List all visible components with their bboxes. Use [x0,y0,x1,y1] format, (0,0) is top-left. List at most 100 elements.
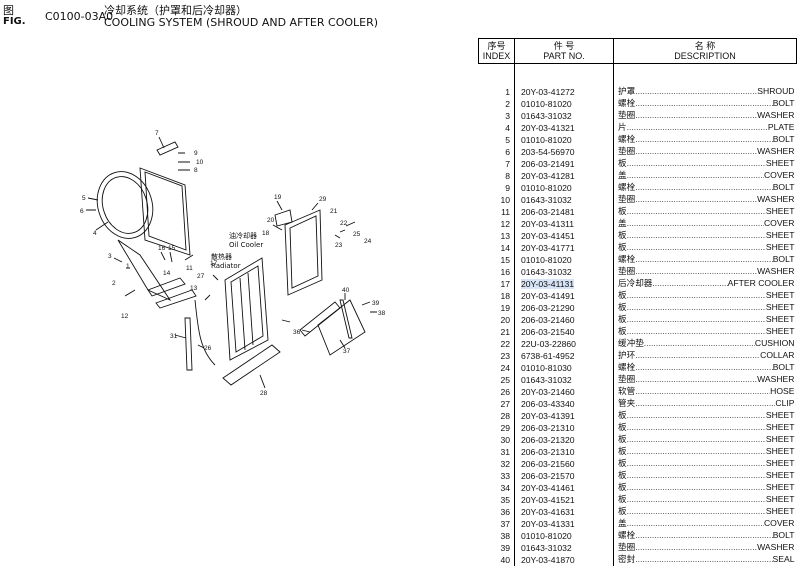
row-part-no: 01010-81020 [514,530,614,542]
description-zh: 螺栓 [618,531,636,541]
row-description: 垫圈......................................… [614,374,797,386]
leader-dots: ........................................… [635,110,757,120]
part-no-text: 01643-31032 [521,194,572,205]
description-en: WASHER [757,110,795,120]
radiator-part [224,257,269,361]
description-zh: 片 [618,123,627,133]
callout-21: 21 [330,208,338,215]
leader-dots: ........................................… [635,194,757,204]
leader-dots: ........................................… [626,218,764,228]
part-no-text: 20Y-03-41451 [521,230,575,241]
part-no-text: 20Y-03-41131 [521,278,575,289]
row-index: 27 [478,398,515,410]
description-en: SHEET [765,470,795,480]
description-en: COLLAR [760,350,795,360]
part-no-text: 22U-03-22860 [521,338,576,349]
description-en: BOLT [772,362,795,372]
row-description: 板.......................................… [614,446,797,458]
callout-11: 11 [186,265,193,272]
part-no-text: 01010-81020 [521,98,572,109]
after-cooler-part [284,209,323,296]
description-en: COVER [763,518,795,528]
row-index: 13 [478,230,515,242]
callout-20: 20 [267,217,275,224]
description-en: BOLT [772,530,795,540]
callout-1: 1 [126,263,130,270]
leader-dots: ........................................… [626,290,766,300]
row-index: 34 [478,482,515,494]
row-part-no: 20Y-03-41281 [514,170,614,182]
part-no-text: 01643-31032 [521,110,572,121]
row-part-no: 6738-61-4952 [514,350,614,362]
row-index: 37 [478,518,515,530]
leader-dots: ........................................… [626,506,766,516]
figure-code: C0100-03A0 [45,10,114,23]
row-part-no: 20Y-03-41771 [514,242,614,254]
callout-8: 8 [194,167,198,174]
sheet-28-part [222,344,281,386]
row-part-no: 206-03-21310 [514,422,614,434]
part-no-text: 20Y-03-41461 [521,482,575,493]
row-index: 40 [478,554,515,566]
callout-13: 13 [190,285,198,292]
description-en: BOLT [772,98,795,108]
row-description: 板.......................................… [614,434,797,446]
row-description: 螺栓......................................… [614,98,797,110]
row-part-no: 01010-81020 [514,98,614,110]
part-no-text: 01643-31032 [521,542,572,553]
description-en: WASHER [757,266,795,276]
part-no-text: 01643-31032 [521,266,572,277]
callout-38: 38 [378,310,386,317]
row-index: 8 [478,170,515,182]
row-description: 板.......................................… [614,482,797,494]
row-part-no: 01643-31032 [514,194,614,206]
callout-3: 3 [108,253,112,260]
description-en: SHEET [765,446,795,456]
description-en: SHEET [765,482,795,492]
row-index: 9 [478,182,515,194]
part-no-text: 20Y-03-41870 [521,554,575,565]
description-en: SHEET [765,422,795,432]
row-description: 螺栓......................................… [614,254,797,266]
row-description: 板.......................................… [614,458,797,470]
row-description: 盖.......................................… [614,218,797,230]
description-zh: 盖 [618,171,627,181]
radiator-label-en: Radiator [211,262,241,270]
row-index: 10 [478,194,515,206]
callout-25: 25 [353,231,361,238]
row-part-no: 206-03-21290 [514,302,614,314]
row-description: 管夹......................................… [614,398,797,410]
description-en: WASHER [757,542,795,552]
part-no-text: 01010-81020 [521,182,572,193]
row-index: 3 [478,110,515,122]
leader-dots: ........................................… [635,86,757,96]
oil-cooler-label-zh: 油冷却器 [229,231,257,240]
callout-2: 2 [112,280,116,287]
description-zh: 板 [618,243,627,253]
leader-dots: ........................................… [626,482,766,492]
row-description: 垫圈......................................… [614,542,797,554]
row-index: 19 [478,302,515,314]
row-part-no: 206-03-21491 [514,158,614,170]
row-index: 36 [478,506,515,518]
part-no-text: 20Y-03-41631 [521,506,575,517]
row-index: 1 [478,86,515,98]
description-en: SHEET [765,302,795,312]
callout-27: 27 [197,273,205,280]
row-part-no: 206-03-43340 [514,398,614,410]
figure-title-en: COOLING SYSTEM (SHROUD AND AFTER COOLER) [104,16,379,29]
description-en: SHROUD [757,86,795,96]
callout-36: 36 [293,329,301,336]
callout-4: 4 [93,230,97,237]
description-zh: 垫圈 [618,543,636,553]
hose-part [194,299,216,366]
